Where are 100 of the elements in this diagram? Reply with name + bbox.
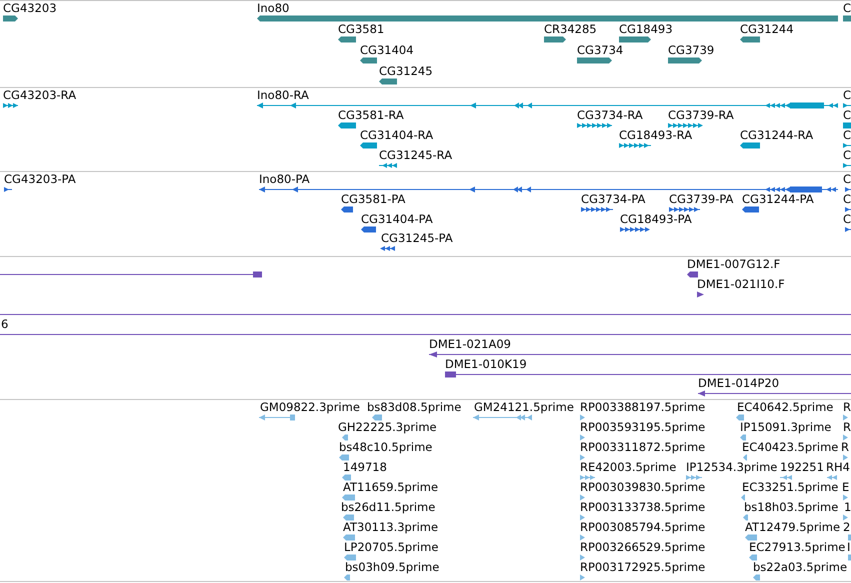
est-feature [343, 521, 438, 541]
est-feature [580, 501, 706, 521]
clone-feature [0, 318, 851, 338]
est-label: RP003593195.5prime [580, 421, 706, 434]
gene-feature [843, 2, 851, 22]
protein-label: CG31244-PA [742, 193, 814, 206]
est-feature [580, 461, 676, 481]
gene-feature [257, 2, 838, 22]
est-feature [842, 481, 850, 501]
transcript-label: C [843, 129, 851, 142]
est-label: AT12479.5prime [745, 521, 840, 534]
est-feature [843, 521, 851, 541]
gene-feature [577, 44, 624, 64]
est-label: bs03h09.5prime [345, 561, 440, 574]
gene-label: CG31404 [360, 44, 414, 57]
est-feature [580, 521, 706, 541]
est-label: bs22a03.5prime [753, 561, 848, 574]
est-feature [780, 461, 824, 481]
clone-label: DME1-007G12.F [687, 258, 780, 271]
est-label: R [843, 421, 851, 434]
gene-feature [379, 65, 433, 85]
alignment-line [0, 311, 851, 318]
est-label: EC27913.5prime [749, 541, 846, 554]
est-label: RP003085794.5prime [580, 521, 706, 534]
est-label: R [843, 401, 851, 414]
est-label: RP003172925.5prime [580, 561, 706, 574]
est-label: 2 [843, 521, 850, 534]
alignment-line [0, 271, 262, 278]
gene-feature [668, 44, 714, 64]
protein-feature [620, 213, 692, 233]
gene-label: Ino80 [257, 2, 290, 15]
transcript-feature [843, 89, 851, 109]
transcript-feature [3, 89, 76, 109]
est-feature [580, 481, 706, 501]
protein-feature [581, 193, 646, 213]
clone-label: DME1-010K19 [445, 358, 527, 371]
est-label: RH4 [826, 461, 850, 474]
transcript-feature [843, 129, 851, 149]
gene-label: CR34285 [544, 23, 597, 36]
est-label: GM24121.5prime [474, 401, 574, 414]
est-label: EC40642.5prime [737, 401, 834, 414]
gene-label: CG3581 [338, 23, 384, 36]
est-feature [741, 481, 838, 501]
gene-feature [360, 44, 414, 64]
transcript-label: CG31404-RA [360, 129, 434, 142]
transcript-feature [668, 109, 734, 129]
clone-feature [429, 338, 851, 358]
clone-feature [445, 358, 851, 378]
est-label: E [842, 481, 850, 494]
protein-feature [381, 232, 453, 252]
est-feature [847, 541, 851, 561]
protein-label: CG3739-PA [669, 193, 734, 206]
est-feature [843, 421, 851, 441]
transcript-label: CG3734-RA [577, 109, 643, 122]
est-label: bs48c10.5prime [339, 441, 432, 454]
protein-label: CG3734-PA [581, 193, 646, 206]
est-feature [341, 501, 436, 521]
clone-label: DME1-021A09 [429, 338, 511, 351]
gene-label: CG3739 [668, 44, 714, 57]
transcript-feature [338, 109, 404, 129]
protein-feature [259, 173, 838, 193]
est-label: AT11659.5prime [343, 481, 438, 494]
clone-label: DME1-014P20 [698, 377, 780, 390]
protein-label: CG43203-PA [4, 173, 76, 186]
transcript-label: CG3581-RA [338, 109, 404, 122]
est-feature [339, 441, 432, 461]
est-feature [342, 481, 438, 501]
transcript-label: C [843, 89, 851, 102]
clone-feature [697, 278, 785, 298]
protein-feature [843, 213, 851, 233]
est-feature [342, 461, 387, 481]
transcript-label: C [843, 149, 851, 162]
est-label: GH22225.3prime [338, 421, 437, 434]
transcript-feature [740, 129, 814, 149]
est-feature [841, 441, 849, 461]
est-feature [736, 401, 834, 421]
protein-label: C [843, 173, 851, 186]
est-feature [580, 541, 706, 561]
protein-feature [669, 193, 734, 213]
transcript-feature [619, 129, 692, 149]
gene-label: CG31245 [379, 65, 433, 78]
transcript-label: CG18493-RA [619, 129, 692, 142]
est-label: RP003133738.5prime [580, 501, 706, 514]
est-label: IP15091.3prime [740, 421, 832, 434]
est-feature [740, 421, 832, 441]
protein-label: CG3581-PA [341, 193, 406, 206]
protein-label: C [843, 193, 851, 206]
est-label: 1 [844, 501, 851, 514]
clone-feature [687, 258, 780, 278]
est-label: RP003388197.5prime [580, 401, 706, 414]
transcript-feature [257, 89, 838, 109]
protein-label: CG18493-PA [620, 213, 692, 226]
est-feature [367, 401, 462, 421]
est-label: bs26d11.5prime [341, 501, 436, 514]
est-feature [580, 441, 706, 461]
transcript-feature [843, 149, 851, 169]
clone-label: 6 [1, 318, 8, 331]
est-feature [743, 501, 838, 521]
est-feature [580, 401, 706, 421]
gene-label: CG3734 [577, 44, 624, 57]
